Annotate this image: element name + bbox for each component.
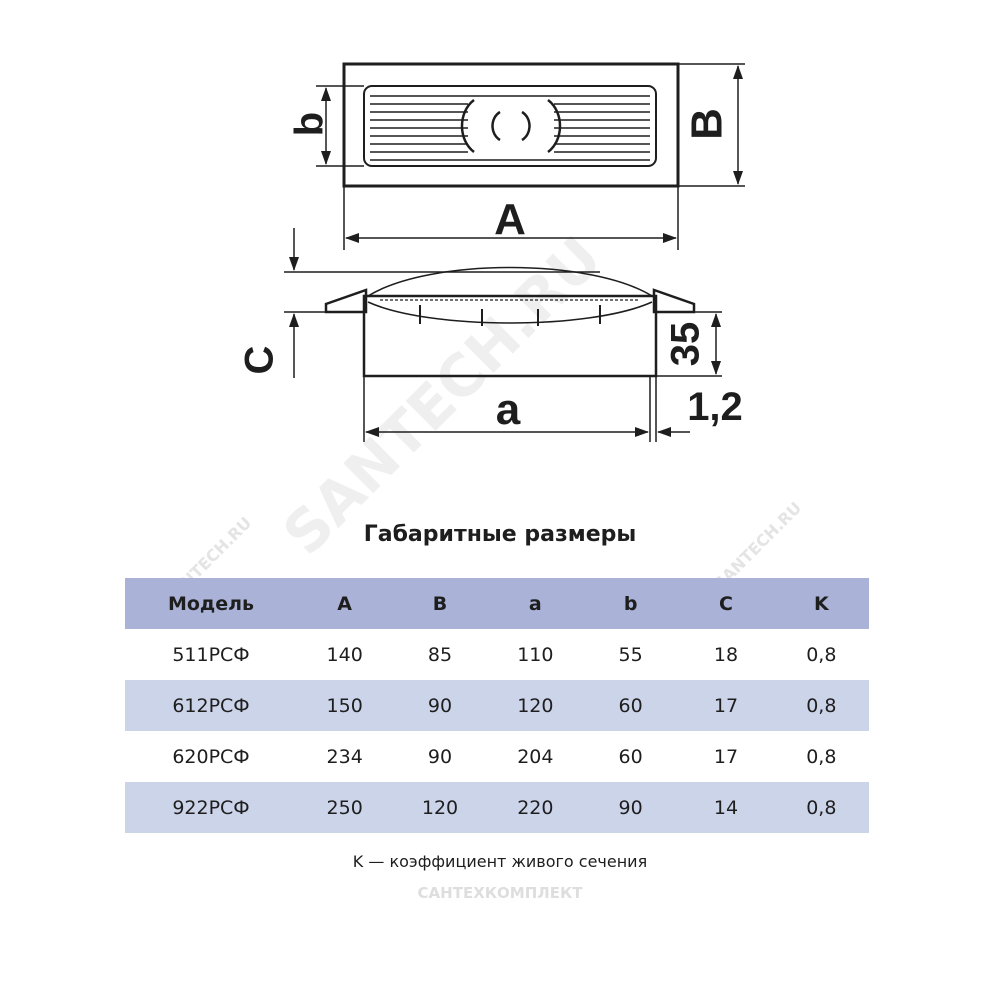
cell-b: 90: [582, 782, 679, 833]
side-view-left-flange: [324, 288, 368, 314]
cell-A: 140: [326, 643, 363, 666]
header-B: B: [392, 578, 488, 629]
cell-K: 0,8: [806, 745, 837, 768]
header-K: K: [773, 578, 869, 629]
label-thickness: 1,2: [687, 385, 743, 429]
cell-a: 204: [517, 745, 554, 768]
cell-model: 612РСФ: [125, 680, 297, 731]
cell-b: 60: [582, 680, 679, 731]
label-depth: 35: [664, 322, 708, 367]
footnote: K — коэффициент живого сечения: [352, 852, 648, 871]
technical-drawing: b B A C 35 a 1,2: [238, 62, 745, 442]
cell-C: 17: [713, 745, 739, 768]
table-title: Габаритные размеры: [363, 522, 637, 547]
cell-A: 250: [297, 782, 393, 833]
cell-model: 620РСФ: [172, 745, 250, 768]
cell-b: 55: [618, 643, 643, 666]
table-row: 620РСФ 234 90 204 60 17 0,8: [125, 731, 869, 782]
cell-K: 0,8: [773, 782, 869, 833]
top-view-inner-frame: [363, 85, 657, 167]
label-C: C: [238, 346, 282, 375]
cell-model: 511РСФ: [172, 643, 250, 666]
label-a: a: [496, 385, 521, 434]
cell-A: 150: [297, 680, 393, 731]
top-view-outer-frame: [342, 62, 680, 188]
side-view-right-flange: [652, 288, 696, 314]
cell-K: 0,8: [806, 643, 837, 666]
watermark-bottom: САНТЕХКОМПЛЕКТ: [417, 884, 583, 902]
cell-K: 0,8: [773, 680, 869, 731]
label-b: b: [288, 112, 332, 136]
cell-B: 90: [427, 745, 453, 768]
cell-b: 60: [618, 745, 643, 768]
label-A: A: [494, 195, 526, 244]
dimensions-table: Модель A B a b C K 511РСФ 140 85 110 55 …: [125, 578, 869, 833]
cell-A: 234: [326, 745, 363, 768]
cell-B: 85: [427, 643, 453, 666]
label-B: B: [683, 108, 732, 140]
top-view: [342, 62, 680, 188]
table-row: 612РСФ 150 90 120 60 17 0,8: [125, 680, 869, 731]
header-model: Модель: [125, 578, 297, 629]
cell-C: 14: [678, 782, 774, 833]
cell-a: 110: [517, 643, 554, 666]
side-view-body: [362, 294, 658, 378]
cell-B: 120: [392, 782, 488, 833]
side-view: [324, 266, 696, 378]
center-logo-icon: [460, 99, 562, 153]
cell-a: 120: [487, 680, 583, 731]
cell-C: 17: [678, 680, 774, 731]
header-a: a: [487, 578, 583, 629]
header-b: b: [582, 578, 679, 629]
dimension-labels: b B A C 35 a 1,2: [238, 108, 743, 434]
table-header-row: Модель A B a b C K: [125, 578, 869, 629]
cell-model: 922РСФ: [125, 782, 297, 833]
cell-B: 90: [392, 680, 488, 731]
side-view-dome: [367, 266, 653, 297]
header-C: C: [678, 578, 774, 629]
header-A: A: [297, 578, 393, 629]
cell-a: 220: [487, 782, 583, 833]
table-row: 511РСФ 140 85 110 55 18 0,8: [125, 629, 869, 680]
table-row: 922РСФ 250 120 220 90 14 0,8: [125, 782, 869, 833]
cell-C: 18: [713, 643, 739, 666]
